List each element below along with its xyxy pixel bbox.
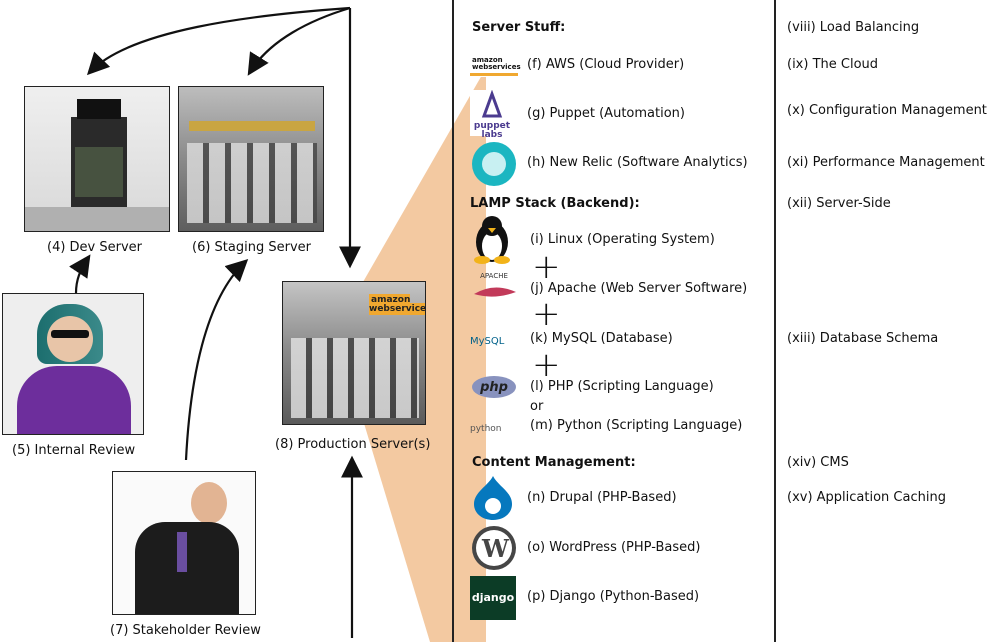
dev-server-photo — [24, 86, 170, 232]
item-drupal: (n) Drupal (PHP-Based) — [527, 490, 677, 505]
wordpress-logo: W — [472, 526, 516, 570]
arrow-to-staging — [247, 6, 351, 76]
concept-configuration-management: (x) Configuration Management — [787, 103, 987, 118]
section-content-management: Content Management: — [472, 455, 636, 470]
item-aws: (f) AWS (Cloud Provider) — [527, 57, 685, 72]
column-divider-right — [774, 0, 776, 642]
item-php: (l) PHP (Scripting Language) — [530, 379, 714, 394]
internal-review-label: (5) Internal Review — [12, 443, 136, 458]
production-server-photo: amazon webservices — [282, 281, 426, 425]
concept-load-balancing: (viii) Load Balancing — [787, 20, 920, 35]
item-mysql: (k) MySQL (Database) — [530, 331, 673, 346]
plus-icon: + — [532, 247, 561, 287]
stakeholder-review-photo — [112, 471, 256, 615]
column-divider-left — [452, 0, 454, 642]
apache-logo: APACHE — [470, 272, 518, 308]
mysql-logo: MySQL — [470, 336, 505, 347]
item-django: (p) Django (Python-Based) — [527, 589, 700, 604]
concept-the-cloud: (ix) The Cloud — [787, 57, 879, 72]
section-lamp-stack: LAMP Stack (Backend): — [470, 196, 640, 211]
plus-icon: + — [532, 345, 561, 385]
concept-server-side: (xii) Server-Side — [787, 196, 891, 211]
php-logo: php — [472, 376, 516, 398]
stakeholder-review-label: (7) Stakeholder Review — [110, 623, 261, 638]
item-newrelic: (h) New Relic (Software Analytics) — [527, 155, 748, 170]
arrow-review-to-dev — [69, 254, 91, 294]
concept-database-schema: (xiii) Database Schema — [787, 331, 939, 346]
item-or: or — [530, 399, 544, 414]
staging-server-photo — [178, 86, 324, 232]
production-server-label: (8) Production Server(s) — [275, 437, 431, 452]
staging-server-label: (6) Staging Server — [192, 240, 311, 255]
drupal-logo — [472, 474, 514, 522]
concept-performance-management: (xi) Performance Management — [787, 155, 985, 170]
aws-overlay-logo: amazon webservices — [369, 294, 425, 315]
concept-cms: (xiv) CMS — [787, 455, 849, 470]
newrelic-logo — [472, 142, 516, 186]
item-apache: (j) Apache (Web Server Software) — [530, 281, 748, 296]
plus-icon: + — [532, 294, 561, 334]
aws-logo: amazon webservices — [470, 55, 521, 77]
arrow-stakeholder-to-staging — [184, 258, 249, 461]
concept-application-caching: (xv) Application Caching — [787, 490, 946, 505]
python-logo: python — [470, 424, 502, 434]
linux-tux-logo — [470, 214, 514, 264]
item-puppet: (g) Puppet (Automation) — [527, 106, 685, 121]
puppet-logo: puppet labs — [470, 89, 514, 140]
item-wordpress: (o) WordPress (PHP-Based) — [527, 540, 701, 555]
section-server-stuff: Server Stuff: — [472, 20, 566, 35]
item-linux: (i) Linux (Operating System) — [530, 232, 715, 247]
django-logo: django — [470, 576, 516, 620]
arrow-to-dev — [86, 6, 351, 76]
item-python: (m) Python (Scripting Language) — [530, 418, 743, 433]
internal-review-photo — [2, 293, 144, 435]
dev-server-label: (4) Dev Server — [47, 240, 143, 255]
